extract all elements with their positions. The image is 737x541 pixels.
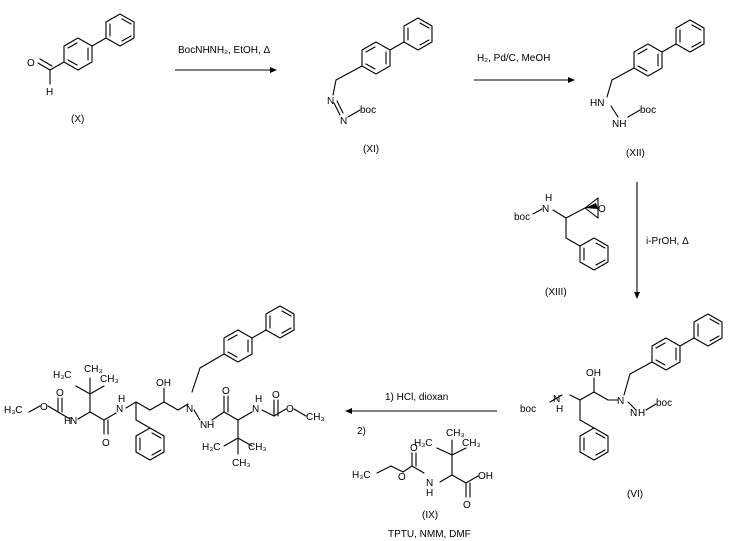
condition-step-4b: 2) [357,426,366,437]
product-tbu-right-ch3-b: CH₃ [232,458,251,469]
product-amide-hydrogen-1: H [118,394,125,405]
ix-methyl: H₃C [352,470,371,481]
compound-ix: H₃C O O N H OH O H₃C CH₃ CH₃ (IX) [352,428,493,521]
product-ester-oxygen-left: O [40,402,48,413]
label-vi: (VI) [627,489,643,500]
label-x: (X) [71,114,84,125]
xiii-nitrogen: N [542,204,549,215]
product-nitrogen-right: N [252,404,259,415]
label-xiii: (XIII) [545,287,567,298]
ix-carbonyl-oxygen: O [410,443,418,454]
x-oxygen: O [27,58,35,69]
product-hydrazine-nh: N [200,420,207,431]
vi-hydroxyl: OH [586,368,601,379]
vi-nitrogen-3: N [630,408,637,419]
ix-nitrogen: N [426,478,433,489]
xi-nitrogen-2: N [340,116,347,127]
compound-xiii: O boc N H (XIII) [514,193,609,298]
xii-hn: HN [590,98,604,109]
condition-step-2: H₂, Pd/C, MeOH [477,53,550,64]
xi-nitrogen-1: N [327,96,334,107]
ix-ester-oxygen: O [398,472,406,483]
ix-tbu-h3c: H₃C [414,438,433,449]
xii-nh: NH [612,119,626,130]
vi-boc-1: boc [520,404,536,415]
product-tbu-right-ch3: CH₃ [248,442,267,453]
xiii-boc: boc [514,212,530,223]
ix-hydrogen: H [426,488,433,499]
compound-vi: boc N H OH N N H boc (VI) [520,313,723,500]
product-amide-oxygen-1: O [102,438,110,449]
compound-x: O H (X) [27,13,135,125]
xiii-oxygen: O [598,204,606,215]
vi-hydrogen: H [556,404,563,415]
label-ix: (IX) [422,510,438,521]
product-hydrazine-h: H [207,420,214,431]
condition-step-3: i-PrOH, Δ [646,236,689,247]
vi-boc-2: boc [656,398,672,409]
product-tbu-left-ch3: CH₃ [84,364,103,375]
compound-xii: HN NH boc (XII) [590,19,705,159]
vi-nitrogen-2: N [617,396,624,407]
product-tbu-left-h3c: H₃C [53,370,72,381]
compound-xi: N N boc (XI) [327,17,433,155]
vi-nitrogen: N [553,394,560,405]
product-nitrogen-left: N [70,416,77,427]
vi-hydrogen-2: H [638,408,645,419]
product-carbonyl-oxygen-left: O [56,388,64,399]
product-hydroxyl: OH [156,378,171,389]
arrow-step-2: H₂, Pd/C, MeOH [474,53,575,83]
product-amide-oxygen-2: O [222,386,230,397]
x-hydrogen: H [46,87,53,98]
xi-boc: boc [360,105,376,116]
ix-tbu-ch3-b: CH₃ [462,438,481,449]
condition-step-1: BocNHNH₂, EtOH, Δ [178,45,271,56]
product-hydrogen-left: H [64,416,71,427]
condition-step-4c: TPTU, NMM, DMF [388,529,471,540]
xiii-hydrogen: H [545,193,552,204]
product-carbonyl-oxygen-right: O [272,390,280,401]
xiii-wedge [585,203,598,209]
product-methyl-left: H₃C [4,405,23,416]
arrow-step-1: BocNHNH₂, EtOH, Δ [175,45,277,73]
xii-boc: boc [640,105,656,116]
product-methyl-right: CH₃ [306,412,325,423]
product-amide-nitrogen-1: N [116,404,123,415]
ix-hydroxyl: OH [478,471,493,482]
product-tbu-right-h3c: H₃C [202,442,221,453]
arrow-step-4: 1) HCl, dioxan 2) TPTU, NMM, DMF [345,392,497,540]
product-tbu-left-ch3-b: CH₃ [100,374,119,385]
condition-step-4a: 1) HCl, dioxan [385,392,448,403]
label-xi: (XI) [363,144,379,155]
product-ester-oxygen-right: O [286,404,294,415]
final-product: H₃C O O N H H₃C CH₃ CH₃ O N H OH N N H O… [4,305,325,469]
ix-tbu-ch3-a: CH₃ [446,428,465,439]
arrow-step-3: i-PrOH, Δ [634,182,689,299]
ix-acid-oxygen: O [463,500,471,511]
product-hydrogen-right: H [255,394,262,405]
label-xii: (XII) [626,148,645,159]
product-hydrazine-nitrogen: N [186,404,193,415]
